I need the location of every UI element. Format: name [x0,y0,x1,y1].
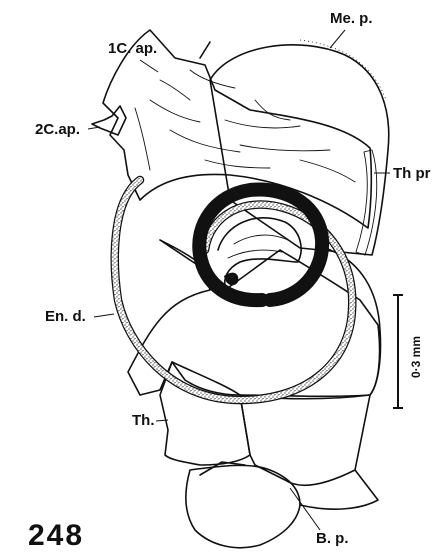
scale-bar: 0·3 mm [393,295,423,408]
figure-number: 248 [28,519,84,552]
svg-text:2C.ap.: 2C.ap. [35,121,80,138]
th-pr-band [356,150,377,255]
label-en-d: En. d. [45,308,114,325]
svg-text:En. d.: En. d. [45,308,86,325]
svg-text:Me. p.: Me. p. [330,10,373,27]
scale-bar-label: 0·3 mm [409,336,423,378]
label-1c-ap: 1C. ap. [108,40,158,72]
svg-text:B. p.: B. p. [316,530,349,547]
label-th-pr: Th pr [374,165,431,182]
b-p-plate [186,395,378,548]
svg-text:Th pr: Th pr [393,165,431,182]
label-2c-ap: 2C.ap. [35,121,100,138]
label-me-p: Me. p. [330,10,373,48]
svg-text:Th.: Th. [132,412,155,429]
svg-text:1C. ap.: 1C. ap. [108,40,157,57]
label-th: Th. [132,412,168,429]
